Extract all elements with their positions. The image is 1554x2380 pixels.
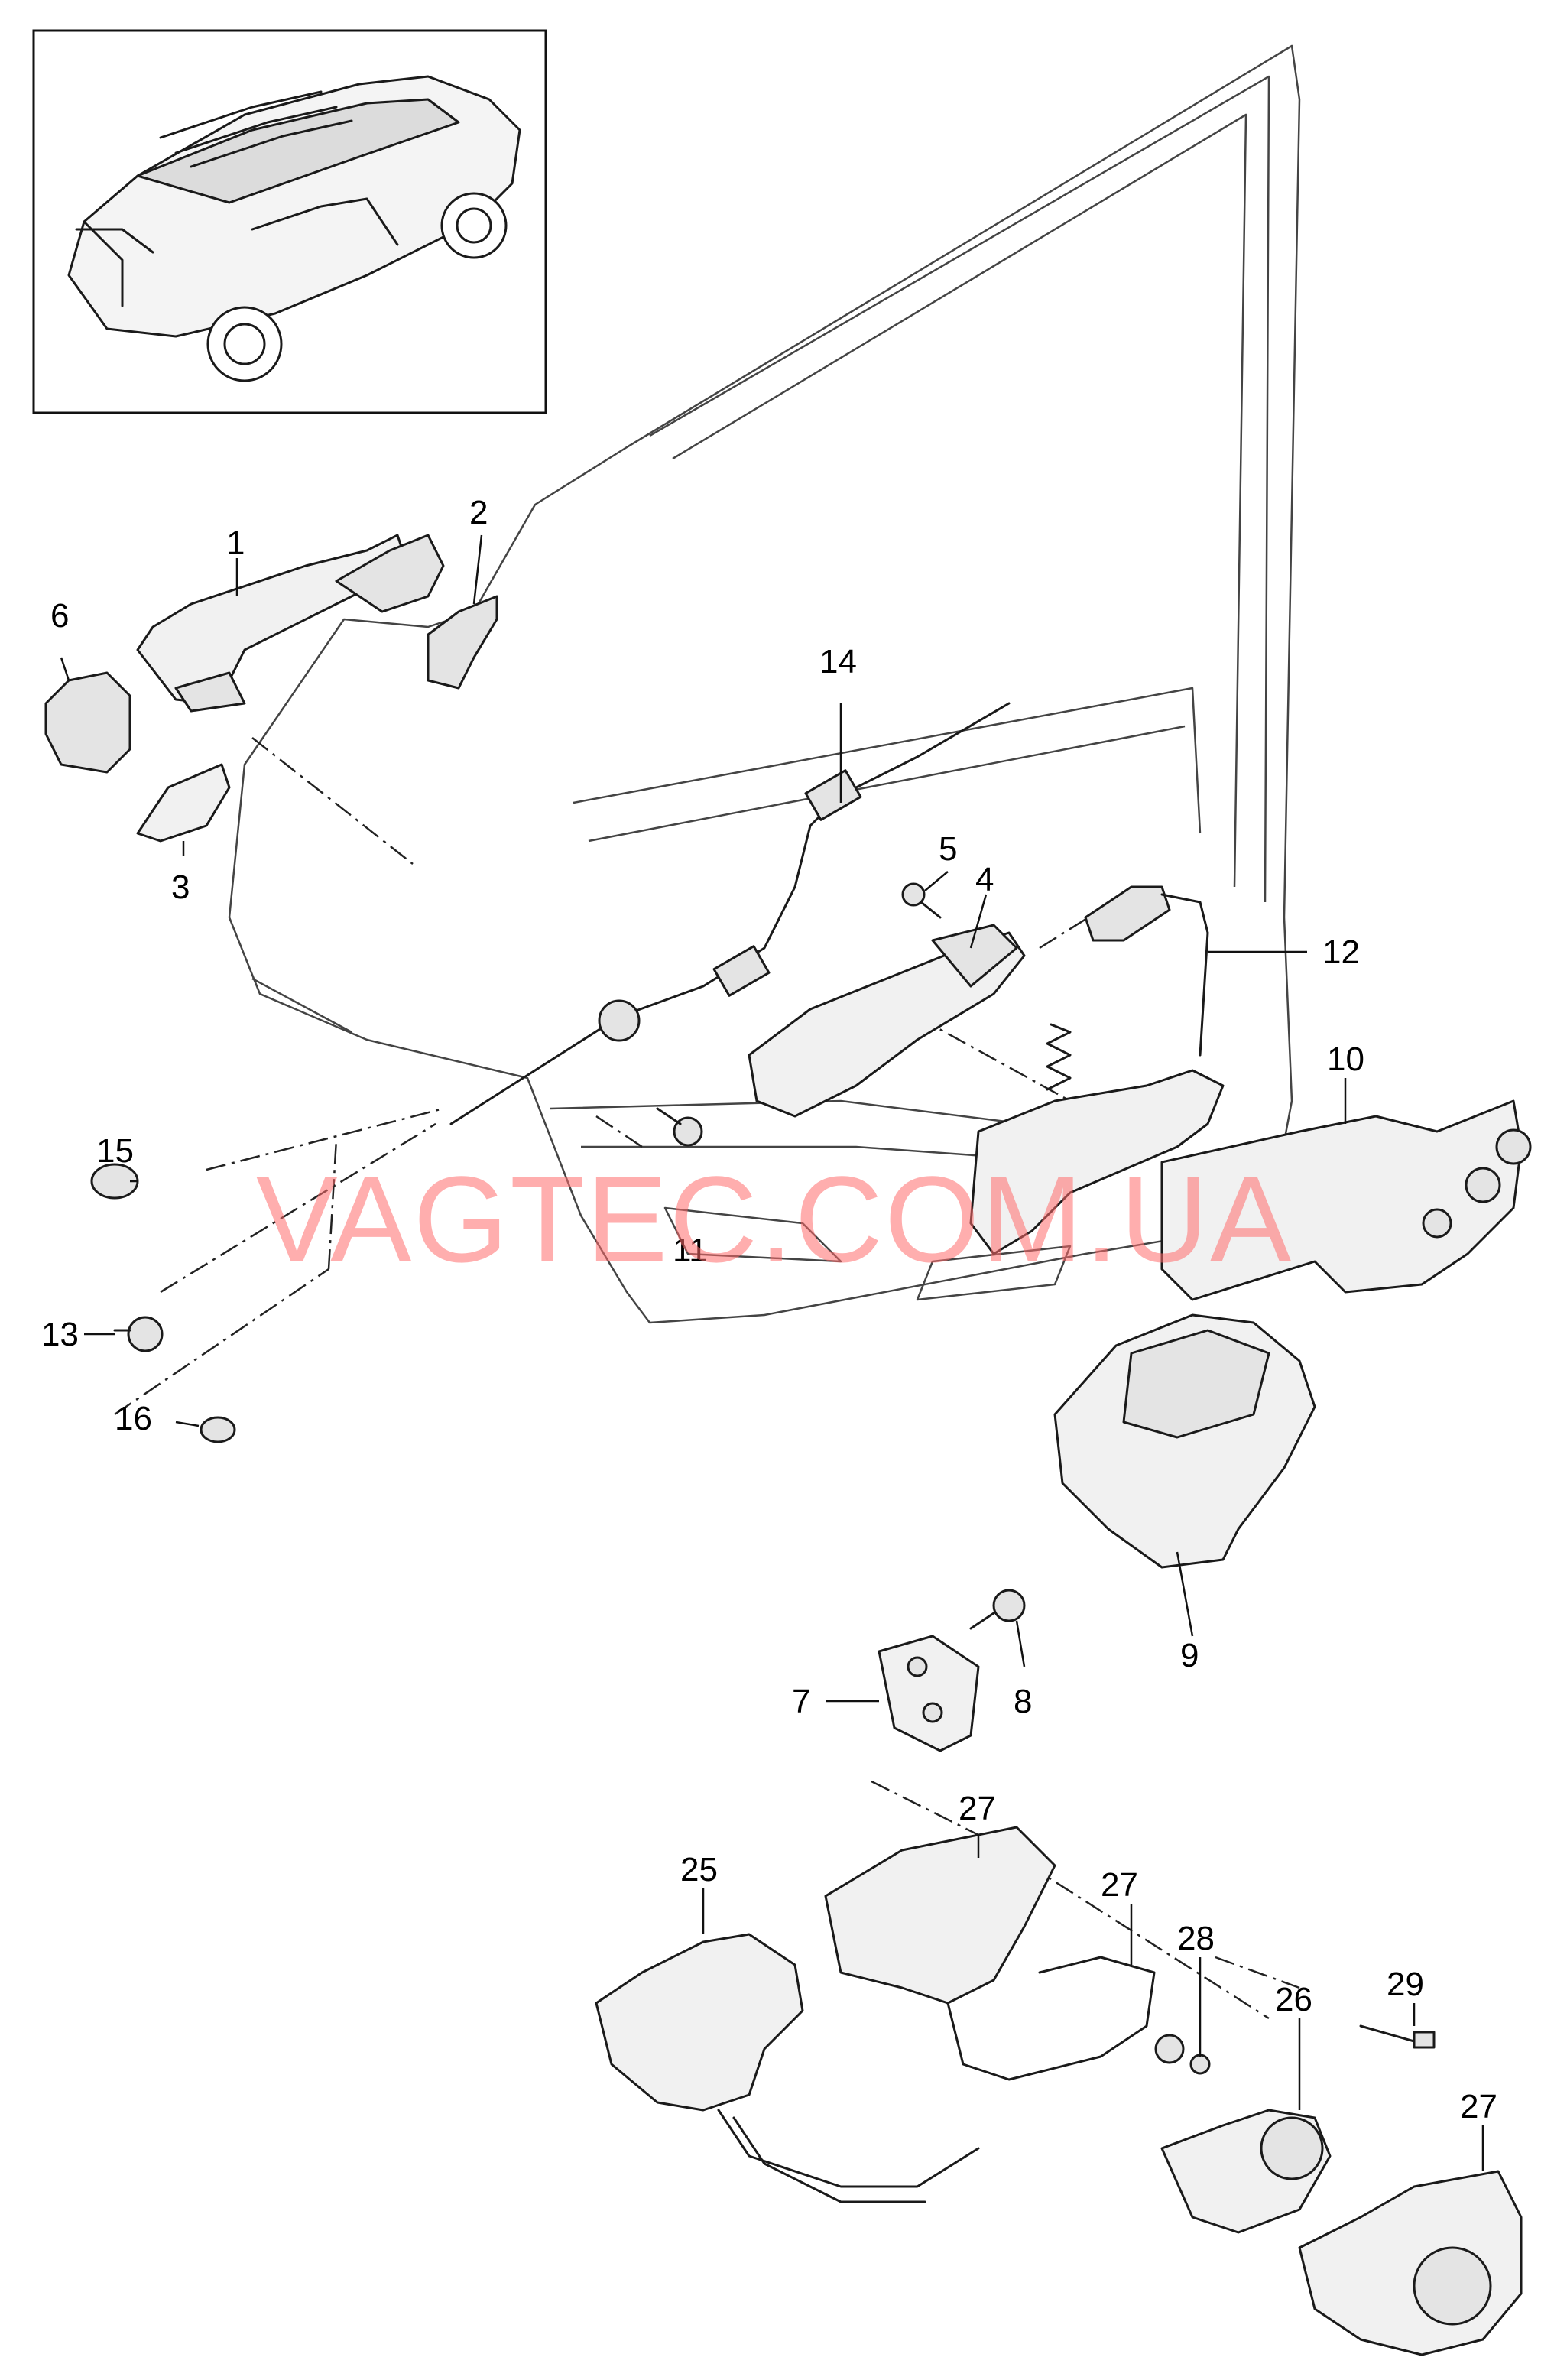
callout-9: 9: [1180, 1637, 1199, 1674]
callout-16: 16: [115, 1400, 152, 1437]
part-4-handle-carrier: [748, 924, 1026, 1118]
part-13-pin: [113, 1316, 164, 1352]
callout-27c: 27: [1460, 2088, 1497, 2125]
part-3-cover-cap: [136, 763, 231, 843]
part-6-end-cap: [44, 671, 131, 774]
callout-labels: 1 2 3 4 5 6 7 8 9 10 11 12 13 14 15 16 2…: [41, 494, 1497, 2125]
callout-14: 14: [819, 643, 857, 680]
part-9-door-lock: [1053, 1313, 1316, 1569]
part-25-door-lock: [595, 1933, 980, 2203]
callout-6: 6: [50, 597, 69, 635]
watermark-text: VAGTEC.COM.UA: [256, 1151, 1293, 1287]
callout-4: 4: [975, 861, 994, 898]
part-2-bracket: [427, 595, 498, 690]
callout-1: 1: [226, 524, 245, 562]
part-7-striker: [878, 1635, 980, 1752]
callout-7: 7: [792, 1683, 810, 1720]
part-5-screw: [901, 882, 942, 919]
part-16-cap: [200, 1416, 236, 1443]
callout-5: 5: [939, 830, 957, 868]
part-14-cable: [449, 702, 1011, 1125]
callout-28: 28: [1177, 1920, 1215, 1957]
callout-26: 26: [1275, 1981, 1312, 2018]
part-28-screw: [1189, 2054, 1211, 2075]
callout-11: 11: [673, 1232, 708, 1269]
part-1-exterior-handle: [136, 534, 445, 713]
part-10-carrier: [969, 1069, 1532, 1301]
assembly-lines: [114, 737, 1300, 2020]
leader-lines: [60, 534, 1484, 2171]
part-27-cover: [1298, 2170, 1523, 2356]
part-29-rivet: [1359, 2024, 1436, 2049]
callout-10: 10: [1327, 1041, 1364, 1078]
part-12-cable: [1084, 885, 1209, 1057]
callout-27b: 27: [1101, 1866, 1138, 1904]
spring: [1046, 1023, 1072, 1091]
callout-25: 25: [680, 1851, 718, 1888]
callout-12: 12: [1322, 933, 1360, 971]
part-11-screw: [656, 1107, 703, 1147]
callout-27a: 27: [959, 1790, 996, 1827]
part-27-housing: [824, 1826, 1185, 2081]
callout-8: 8: [1014, 1683, 1032, 1720]
callout-29: 29: [1387, 1966, 1424, 2003]
callout-13: 13: [41, 1316, 79, 1353]
vehicle-overview-inset: [32, 29, 547, 414]
callout-15: 15: [96, 1132, 134, 1170]
part-8-bolt: [969, 1589, 1026, 1630]
part-26-motor: [1160, 2109, 1332, 2234]
callout-3: 3: [171, 869, 190, 906]
callout-2: 2: [469, 494, 488, 531]
